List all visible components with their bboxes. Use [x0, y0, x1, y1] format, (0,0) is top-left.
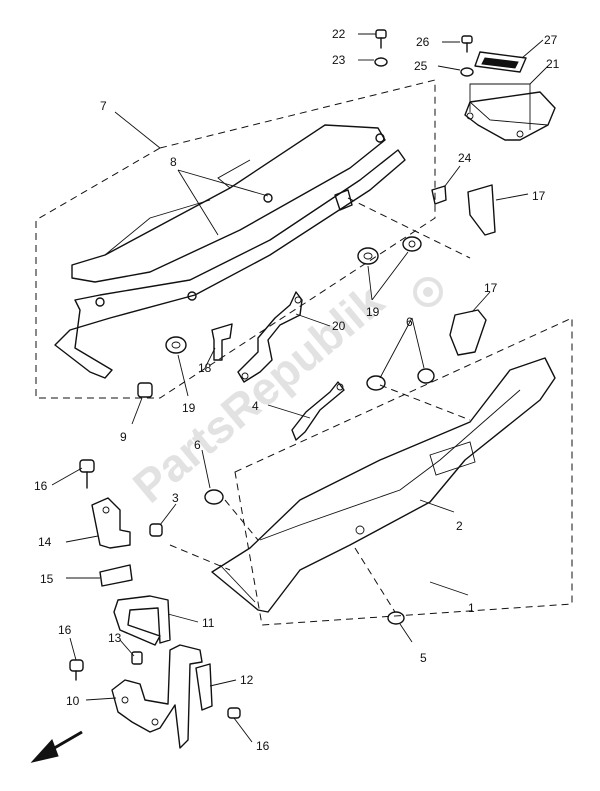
watermark-text: PartsRepublik: [123, 274, 394, 513]
front-direction-arrow-icon: [30, 730, 83, 763]
callout-labels: 1 2 3 4 5 6 6 7 8 9 10 11 12 13 14 15 16…: [34, 27, 560, 753]
damper-part-19a: [165, 336, 187, 354]
callout-13: 13: [108, 631, 122, 645]
rubber-part-15: [99, 564, 133, 587]
clip-part-13: [131, 651, 143, 665]
callout-24: 24: [458, 151, 472, 165]
grommet-part-6b: [204, 489, 224, 505]
bracket-part-14: [91, 497, 131, 549]
callout-17-lower: 17: [484, 281, 498, 295]
callout-8: 8: [170, 155, 177, 169]
clip-part-24: [431, 185, 447, 205]
damper-part-19b: [357, 236, 422, 265]
cover-mount-dash-4: [224, 499, 259, 541]
watermark: PartsRepublik: [123, 274, 443, 513]
clip-part-18: [211, 323, 233, 361]
spacer-part-9: [137, 382, 153, 398]
bracket-part-12: [195, 663, 213, 711]
callout-25: 25: [414, 59, 428, 73]
callout-18: 18: [198, 361, 212, 375]
bolt-part-22: [375, 29, 387, 49]
cover-mount-dash-1: [347, 197, 471, 259]
callout-5: 5: [420, 651, 427, 665]
callout-20: 20: [332, 319, 346, 333]
callout-2: 2: [456, 519, 463, 533]
callout-11: 11: [202, 616, 215, 630]
washer-part-25: [460, 67, 474, 77]
grommet-part-6a: [366, 368, 435, 391]
callout-19-left: 19: [182, 401, 196, 415]
seat-part-7: [54, 124, 406, 379]
callout-16-bottom: 16: [256, 739, 270, 753]
callout-21: 21: [546, 57, 560, 71]
callout-6-lower: 6: [194, 438, 201, 452]
frame-part-10: [111, 644, 203, 749]
side-pad-part-17a: [467, 184, 496, 236]
side-pad-part-17b: [449, 309, 487, 356]
strap-part-11: [113, 595, 171, 646]
spacer-part-3: [149, 523, 163, 537]
callout-12: 12: [240, 673, 254, 687]
callout-17-upper: 17: [532, 189, 546, 203]
bolt-part-16c: [227, 707, 241, 719]
washer-part-23: [374, 57, 388, 67]
seat-group-boundary: [35, 79, 436, 399]
callout-22: 22: [332, 27, 346, 41]
cover-mount-dash-2: [379, 384, 471, 421]
callout-10: 10: [66, 694, 80, 708]
callout-19-right: 19: [366, 305, 380, 319]
callout-9: 9: [120, 430, 127, 444]
callout-15: 15: [40, 572, 54, 586]
callout-4: 4: [252, 399, 259, 413]
callout-14: 14: [38, 535, 52, 549]
callout-7: 7: [100, 99, 107, 113]
callout-23: 23: [332, 53, 346, 67]
callout-16-left: 16: [58, 623, 72, 637]
screw-part-26: [461, 35, 473, 53]
callout-3: 3: [172, 491, 179, 505]
callout-16-top: 16: [34, 479, 48, 493]
bolt-part-16b: [69, 659, 84, 681]
cover-part-21: [464, 91, 556, 141]
callout-6-upper: 6: [406, 315, 413, 329]
cover-mount-dash-3: [169, 544, 231, 571]
callout-27: 27: [544, 33, 558, 47]
callout-26: 26: [416, 35, 430, 49]
nut-part-5: [387, 611, 405, 625]
side-cover-part-1: [211, 357, 556, 613]
cover-mount-dash-5: [354, 547, 396, 613]
emblem-part-27: [474, 51, 527, 73]
bracket-part-4: [291, 381, 345, 441]
bracket-part-20: [237, 291, 303, 383]
callout-1: 1: [468, 601, 475, 615]
bolt-part-16a: [79, 459, 95, 489]
leader-lines: [51, 33, 549, 743]
